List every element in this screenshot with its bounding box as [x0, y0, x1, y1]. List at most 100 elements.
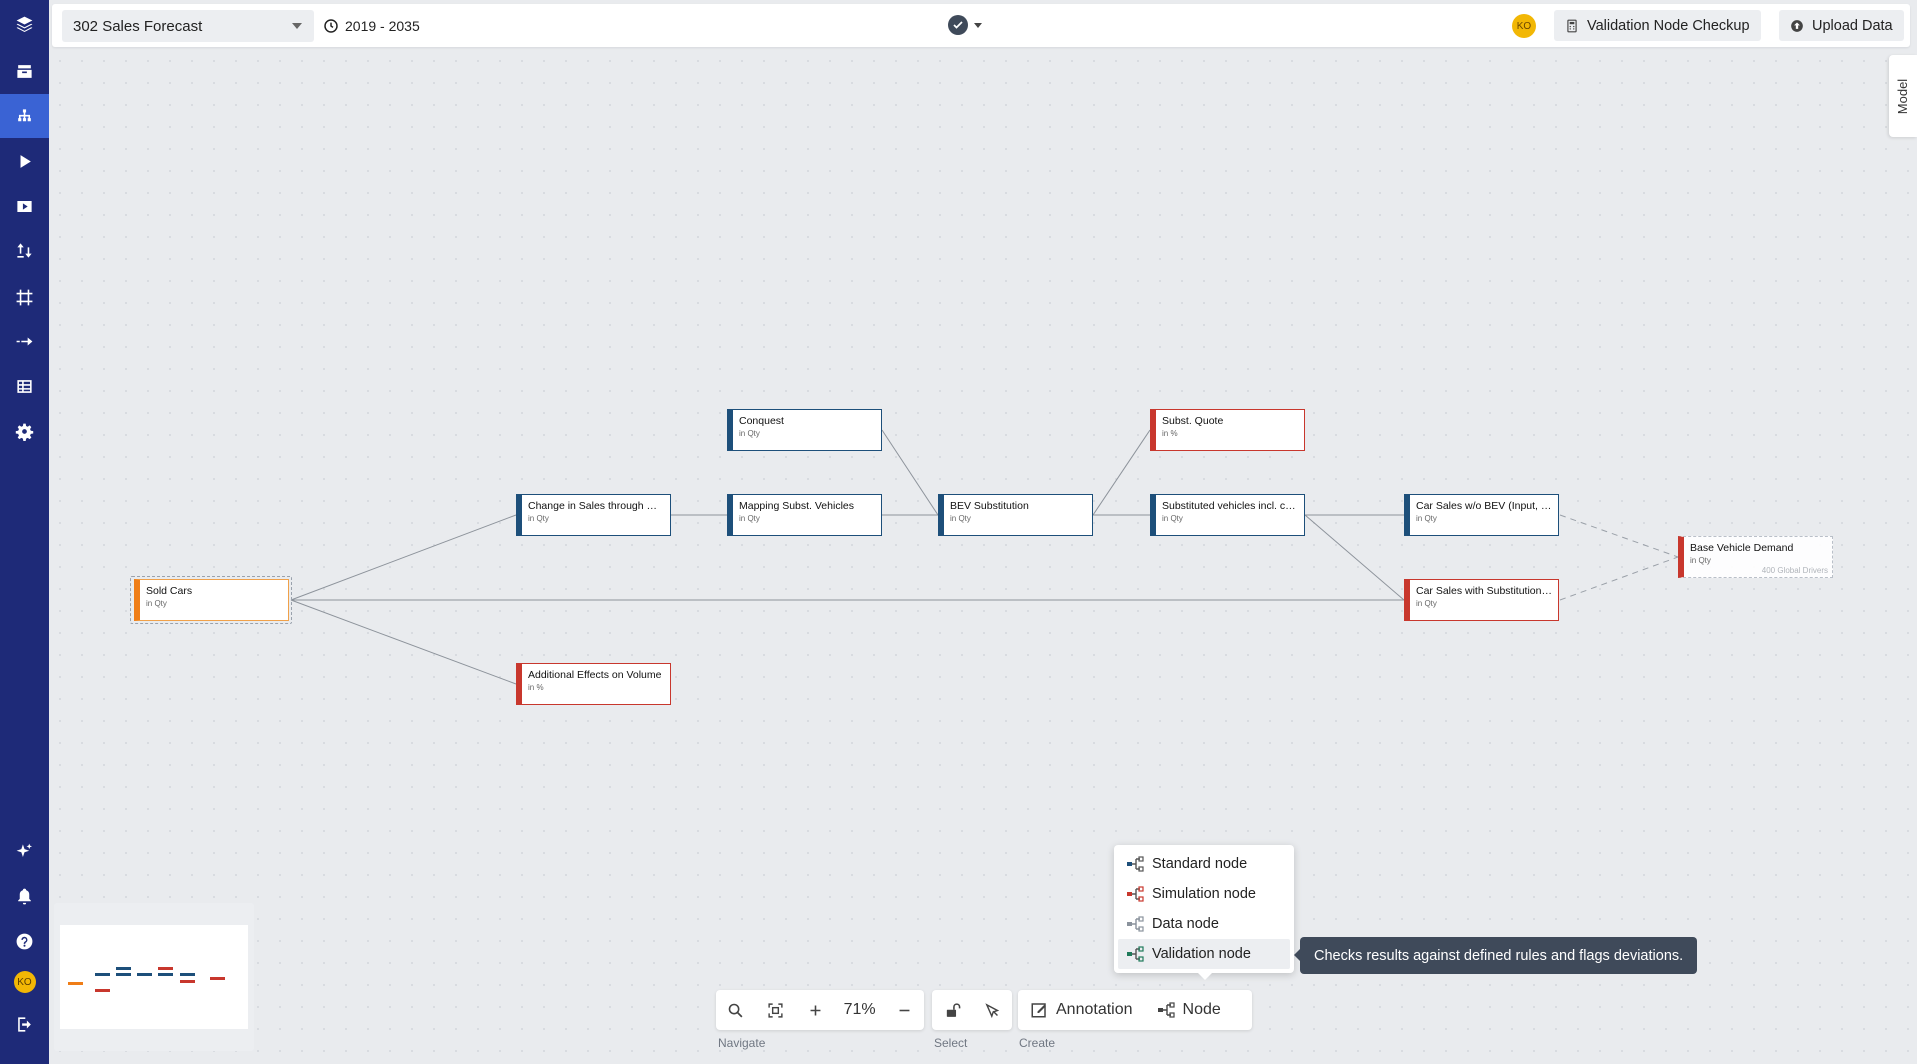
minimap-viewport [60, 925, 248, 1029]
fit-to-screen-icon[interactable] [756, 990, 796, 1030]
zoom-out-icon[interactable] [884, 990, 924, 1030]
node-unit: in Qty [950, 514, 971, 523]
select-toolbar [932, 990, 1012, 1030]
import-export-icon[interactable] [0, 228, 49, 272]
node-base-vehicle-demand[interactable]: Base Vehicle Demand in Qty 400 Global Dr… [1678, 536, 1833, 578]
model-side-tab-label: Model [1895, 78, 1911, 114]
inbox-icon[interactable] [0, 49, 49, 93]
minimap-node [116, 973, 131, 976]
menu-item-data-node[interactable]: Data node [1118, 909, 1290, 939]
node-additional-effects[interactable]: Additional Effects on Volume in % [516, 663, 671, 705]
node-car-sales-wo-bev[interactable]: Car Sales w/o BEV (Input, Non-BEV) in Qt… [1404, 494, 1559, 536]
status-dropdown[interactable] [948, 15, 982, 35]
node-sold-cars[interactable]: Sold Cars in Qty [134, 579, 289, 621]
node-mapping[interactable]: Mapping Subst. Vehicles in Qty [727, 494, 882, 536]
period-range[interactable]: 2019 - 2035 [323, 10, 420, 42]
calculator-icon [1567, 19, 1577, 32]
minimap-node [95, 973, 110, 976]
menu-item-label: Standard node [1152, 856, 1248, 872]
node-name: Subst. Quote [1162, 415, 1224, 427]
node-tag: 400 Global Drivers [1761, 566, 1828, 575]
node-bev-substitution[interactable]: BEV Substitution in Qty [938, 494, 1093, 536]
select-label: Select [934, 1036, 968, 1050]
standard-node-icon [1127, 856, 1144, 872]
frame-icon[interactable] [0, 275, 49, 319]
node-unit: in Qty [146, 599, 167, 608]
user-avatar[interactable]: KO [0, 960, 49, 1004]
logout-icon[interactable] [0, 1002, 49, 1046]
node-name: Substituted vehicles incl. conquest [1162, 500, 1298, 512]
video-icon[interactable] [0, 184, 49, 228]
node-conquest[interactable]: Conquest in Qty [727, 409, 882, 451]
zoom-in-icon[interactable] [795, 990, 835, 1030]
minimap-node [210, 977, 225, 980]
menu-item-validation-node[interactable]: Validation node [1118, 939, 1290, 969]
minimap-node [116, 967, 131, 970]
minimap-node [180, 980, 195, 983]
check-circle-icon [948, 15, 968, 35]
minimap-node [95, 989, 110, 992]
upload-icon [1791, 19, 1803, 32]
model-select[interactable]: 302 Sales Forecast [62, 10, 314, 42]
sparkle-icon[interactable] [0, 829, 49, 873]
menu-item-label: Simulation node [1152, 886, 1256, 902]
node-unit: in % [1162, 429, 1178, 438]
hierarchy-icon[interactable] [0, 94, 49, 138]
validation-checkup-label: Validation Node Checkup [1587, 17, 1750, 34]
node-label: Node [1182, 1001, 1221, 1018]
data-node-icon [1127, 916, 1144, 932]
bell-icon[interactable] [0, 874, 49, 918]
help-icon[interactable] [0, 919, 49, 963]
search-icon[interactable] [716, 990, 756, 1030]
model-select-value: 302 Sales Forecast [73, 17, 203, 35]
node-button[interactable]: Node [1145, 990, 1233, 1030]
chevron-down-icon [974, 22, 982, 28]
select-pointer-icon[interactable] [972, 990, 1012, 1030]
table-icon[interactable] [0, 364, 49, 408]
node-unit: in Qty [1416, 599, 1437, 608]
node-name: Mapping Subst. Vehicles [739, 500, 854, 512]
menu-item-simulation-node[interactable]: Simulation node [1118, 879, 1290, 909]
node-unit: in Qty [1416, 514, 1437, 523]
annotation-button[interactable]: Annotation [1018, 990, 1145, 1030]
node-name: Sold Cars [146, 585, 193, 597]
navigate-label: Navigate [718, 1036, 766, 1050]
user-avatar-top[interactable]: KO [1512, 14, 1536, 38]
upload-data-label: Upload Data [1812, 17, 1893, 34]
model-canvas[interactable] [49, 50, 1917, 1064]
chevron-down-icon [292, 23, 302, 29]
create-label: Create [1019, 1036, 1056, 1050]
node-name: Car Sales w/o BEV (Input, Non-BEV) [1416, 500, 1552, 512]
node-name: Conquest [739, 415, 784, 427]
create-toolbar: Annotation Node [1018, 990, 1252, 1030]
layers-icon[interactable] [0, 2, 49, 46]
node-car-sales-with-subst[interactable]: Car Sales with Substitution Simulation i… [1404, 579, 1559, 621]
minimap-node [158, 967, 173, 970]
menu-item-label: Validation node [1152, 946, 1251, 962]
unlock-icon[interactable] [932, 990, 972, 1030]
node-name: Base Vehicle Demand [1690, 542, 1794, 554]
node-unit: in Qty [1162, 514, 1183, 523]
simulation-node-icon [1127, 886, 1144, 902]
node-unit: in % [528, 683, 544, 692]
minimap-node [137, 973, 152, 976]
node-type-menu: Standard node Simulation node Data node … [1114, 845, 1294, 973]
menu-item-standard-node[interactable]: Standard node [1118, 849, 1290, 879]
validation-checkup-button[interactable]: Validation Node Checkup [1554, 10, 1761, 41]
arrow-right-icon[interactable] [0, 319, 49, 363]
node-substituted-vehicles[interactable]: Substituted vehicles incl. conquest in Q… [1150, 494, 1305, 536]
node-subst-quote[interactable]: Subst. Quote in % [1150, 409, 1305, 451]
minimap[interactable] [54, 903, 254, 1051]
clock-icon [324, 19, 338, 33]
model-side-tab[interactable]: Model [1889, 55, 1917, 137]
gear-icon[interactable] [0, 409, 49, 453]
node-unit: in Qty [739, 429, 760, 438]
node-name: Change in Sales through Substitution [528, 500, 664, 512]
node-unit: in Qty [528, 514, 549, 523]
play-icon[interactable] [0, 139, 49, 183]
node-icon [1157, 1002, 1175, 1018]
upload-data-button[interactable]: Upload Data [1779, 10, 1904, 41]
node-change-sales[interactable]: Change in Sales through Substitution in … [516, 494, 671, 536]
minimap-node [68, 982, 83, 985]
zoom-level: 71% [843, 1001, 876, 1018]
